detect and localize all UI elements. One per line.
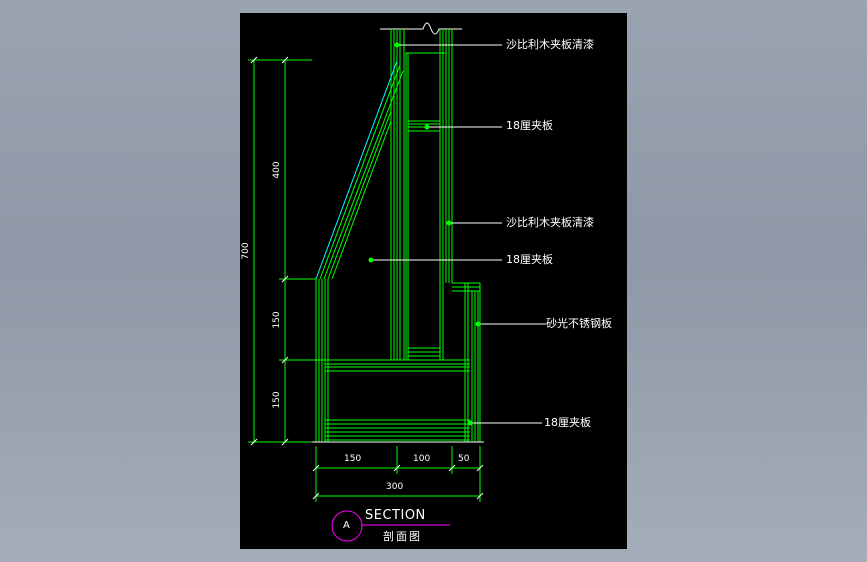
title-marker: A xyxy=(343,520,350,531)
dim-middle-height: 150 xyxy=(272,311,282,329)
dim-total-width: 300 xyxy=(386,482,404,492)
section-drawing xyxy=(248,22,546,542)
dim-total-height: 700 xyxy=(241,242,251,260)
steel-front xyxy=(471,283,481,442)
label-steel: 砂光不锈钢板 xyxy=(546,317,612,330)
dim-upper-height: 400 xyxy=(272,161,282,179)
dim-width-right: 50 xyxy=(458,454,470,464)
break-line xyxy=(380,22,462,35)
label-plywood-upper: 18厘夹板 xyxy=(506,119,553,132)
upright-panel xyxy=(390,29,453,361)
title-marker-circle xyxy=(331,510,363,542)
section-title: SECTION xyxy=(365,508,426,523)
horizontal-dimensions xyxy=(312,446,484,502)
label-plywood-mid: 18厘夹板 xyxy=(506,253,553,266)
label-mid-finish: 沙比利木夹板清漆 xyxy=(506,216,594,229)
section-subtitle: 剖面图 xyxy=(383,530,422,543)
vertical-dimensions xyxy=(248,56,325,446)
leaders xyxy=(371,44,546,424)
sloped-back xyxy=(315,60,404,280)
dim-width-left: 150 xyxy=(344,454,362,464)
leader-dots xyxy=(368,42,481,426)
drawing-sheet: 沙比利木夹板清漆 18厘夹板 沙比利木夹板清漆 18厘夹板 砂光不锈钢板 18厘… xyxy=(240,13,627,549)
base-block xyxy=(325,282,480,442)
label-top-finish: 沙比利木夹板清漆 xyxy=(506,38,594,51)
dim-lower-height: 150 xyxy=(272,391,282,409)
label-plywood-base: 18厘夹板 xyxy=(544,416,591,429)
dim-width-mid: 100 xyxy=(413,454,431,464)
